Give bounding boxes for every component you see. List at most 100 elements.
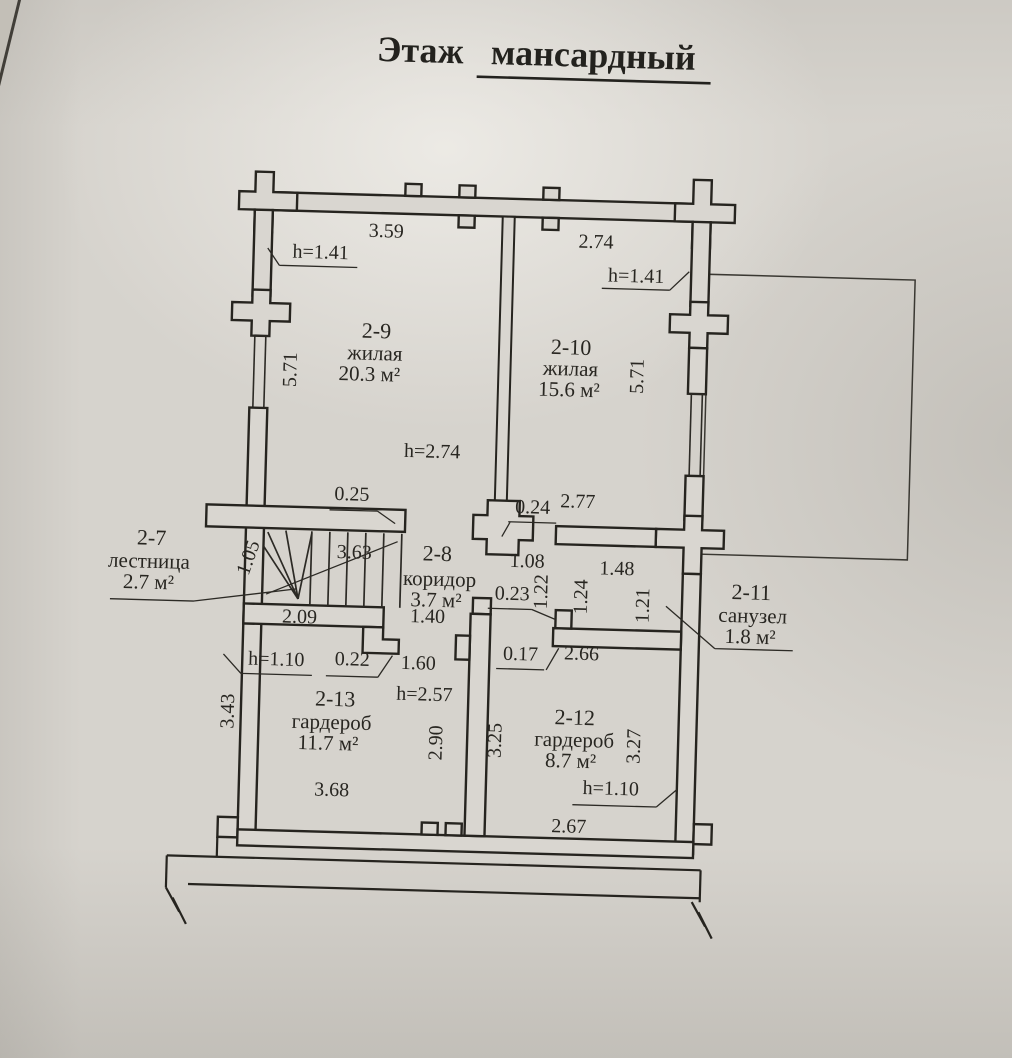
dim-3-59: 3.59: [369, 220, 405, 243]
wall-211-bottom: [551, 626, 683, 651]
log-tab: [444, 821, 464, 837]
leaders: [109, 247, 793, 808]
partition-213-212: [463, 612, 492, 838]
leader-h141-right: [601, 271, 690, 291]
wall-right-lower: [673, 572, 703, 856]
dim-h257: h=2.57: [396, 683, 453, 707]
page-title-word2: мансардный: [490, 32, 696, 78]
room-area: 1.8 м²: [724, 624, 776, 649]
partition-c-top-tab: [471, 596, 493, 616]
room-label-2-7: 2-7 лестница 2.7 м²: [108, 524, 191, 594]
dim-h274: h=2.74: [404, 440, 461, 464]
window-left: [249, 334, 270, 409]
wall-right-mid2: [683, 474, 705, 522]
leader-025: [329, 509, 396, 525]
leader-024: [501, 521, 557, 537]
wall-211-tab: [554, 608, 574, 630]
partition-29-210: [493, 215, 516, 504]
log-cross-center: [471, 498, 535, 557]
wall-right-upper: [689, 220, 712, 308]
wall-top: [253, 190, 713, 224]
room-name: гардероб: [534, 727, 614, 753]
dim-2-90: 2.90: [425, 725, 448, 761]
room-id: 2-12: [554, 704, 595, 730]
leader-room-211: [665, 605, 793, 652]
room-area: 15.6 м²: [538, 377, 600, 403]
log-tab: [404, 182, 423, 198]
interior-walls: [204, 215, 683, 838]
dim-3-25: 3.25: [484, 723, 507, 759]
dim-3-63: 3.63: [337, 541, 373, 564]
log-cross-right-mid: [654, 514, 726, 576]
room-area: 2.7 м²: [123, 569, 175, 594]
dim-0-24: 0.24: [515, 496, 551, 519]
log-cross-right: [668, 300, 730, 350]
wall-left-upper: [251, 208, 275, 298]
log-tab: [458, 184, 477, 199]
window-right: [685, 392, 706, 478]
leader-h110-left: [222, 653, 312, 677]
log-cross-left: [230, 288, 292, 338]
break-mark-left: [164, 886, 187, 925]
room-area: 3.7 м²: [410, 587, 462, 612]
room-label-2-11: 2-11 санузел 1.8 м²: [718, 579, 787, 649]
room-label-2-10: 2-10 жилая 15.6 м²: [538, 334, 600, 403]
dim-h141-right: h=1.41: [608, 264, 665, 288]
wall-jog-corridor: [361, 625, 401, 656]
dim-2-74-top: 2.74: [578, 231, 614, 254]
dim-2-09: 2.09: [282, 606, 318, 629]
dim-2-67: 2.67: [551, 815, 587, 838]
room-name: коридор: [403, 566, 477, 592]
dim-3-43: 3.43: [216, 693, 239, 729]
plan-group: Этаж мансардный: [108, 29, 916, 940]
log-tab: [542, 186, 561, 202]
stair-walk-line: [265, 541, 398, 595]
eave-band: [164, 836, 713, 940]
dim-h141-left: h=1.41: [292, 241, 349, 265]
dim-0-22: 0.22: [335, 648, 371, 671]
room-label-2-12: 2-12 гардероб 8.7 м²: [534, 704, 614, 773]
dim-0-23: 0.23: [494, 582, 530, 605]
dim-2-66: 2.66: [564, 642, 600, 665]
room-area: 11.7 м²: [297, 730, 358, 756]
room-id: 2-8: [422, 540, 452, 566]
dim-3-68: 3.68: [314, 778, 350, 801]
wall-211-top: [554, 524, 658, 549]
dim-3-27: 3.27: [623, 729, 646, 765]
dim-2-77: 2.77: [560, 490, 596, 513]
leader-023: [487, 607, 555, 620]
paper-edge: [0, 0, 22, 88]
break-mark-right: [690, 901, 713, 940]
wall-stair-bottom: [242, 602, 386, 629]
room-name: жилая: [346, 340, 403, 366]
dim-1-22: 1.22: [530, 574, 553, 610]
dim-h110-left: h=1.10: [248, 648, 305, 672]
paper-edge-line: [0, 0, 22, 87]
dim-1-48: 1.48: [599, 557, 635, 580]
log-tab-bottom-left: [216, 815, 240, 839]
room-label-2-9: 2-9 жилая 20.3 м²: [338, 318, 403, 387]
room-id: 2-9: [362, 318, 392, 344]
room-name: жилая: [542, 356, 599, 382]
log-tab: [457, 214, 477, 229]
dim-0-17: 0.17: [503, 643, 539, 666]
room-name: санузел: [718, 603, 787, 629]
room-id: 2-10: [551, 334, 592, 360]
dim-5-71-right: 5.71: [626, 359, 649, 395]
log-tab: [420, 821, 440, 837]
wall-right-mid: [686, 346, 709, 396]
dim-1-40: 1.40: [410, 605, 446, 628]
room-label-2-8: 2-8 коридор 3.7 м²: [403, 540, 477, 612]
room-area: 20.3 м²: [338, 361, 400, 387]
room-area: 8.7 м²: [545, 748, 597, 773]
leader-022: [325, 655, 393, 678]
room-label-2-13: 2-13 гардероб 11.7 м²: [291, 685, 371, 756]
room-id: 2-13: [315, 685, 356, 711]
terrace-outline: [700, 273, 916, 561]
leader-h141-left: [267, 247, 358, 269]
room-id: 2-7: [137, 524, 167, 550]
log-tab-bottom-right: [692, 822, 714, 846]
wall-stair-top: [204, 503, 407, 534]
